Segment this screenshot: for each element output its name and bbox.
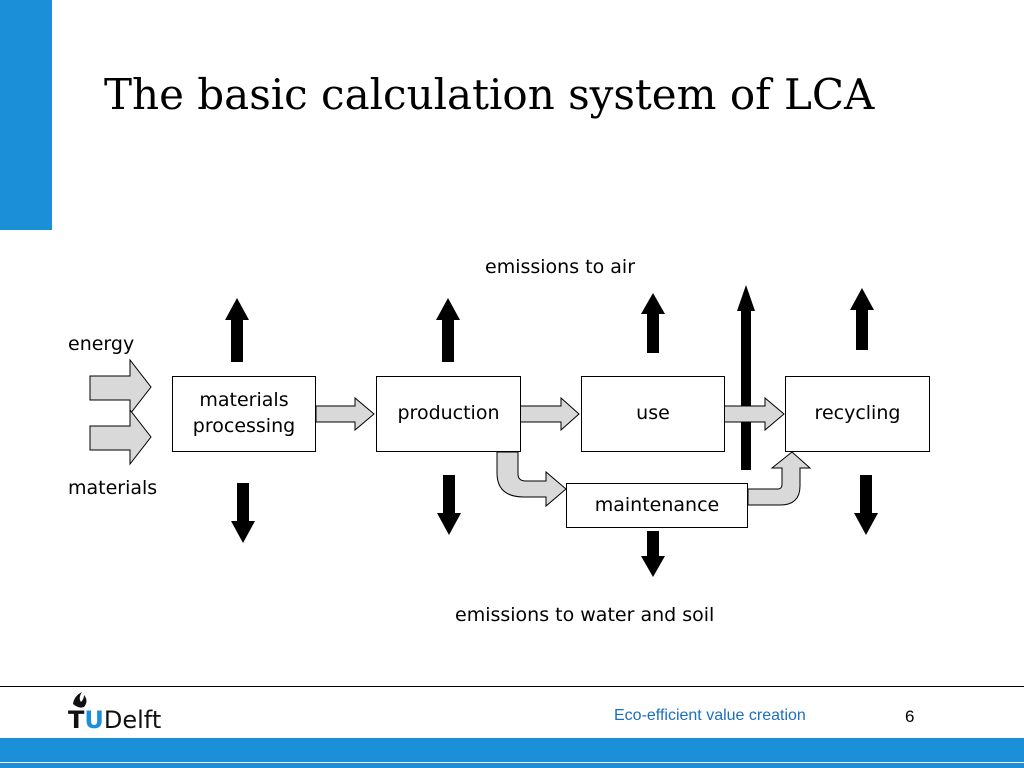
up-arrow-use (641, 293, 665, 353)
materials-input-arrow (89, 408, 152, 466)
materials-processing-box: materials processing (172, 376, 316, 452)
production-box: production (376, 376, 521, 452)
use-label: use (636, 402, 670, 425)
accent-bar (0, 0, 52, 230)
maintenance-label: maintenance (594, 493, 720, 516)
materials-processing-label: materials processing (192, 389, 296, 437)
use-box: use (581, 376, 725, 452)
materials-label: materials (68, 477, 158, 499)
flow-arrow-processing-to-production (315, 396, 375, 432)
emissions-to-air-label: emissions to air (485, 256, 636, 278)
lca-diagram (89, 285, 878, 577)
up-arrow-production (436, 298, 460, 362)
logo-t: T (68, 706, 85, 734)
energy-input-arrow (89, 358, 152, 416)
tu-delft-logo: TUDelft (68, 706, 161, 734)
flow-arrow-maintenance-to-recycling (747, 451, 812, 506)
maintenance-box: maintenance (566, 483, 748, 528)
down-arrow-materials-processing (231, 483, 255, 543)
page-number: 6 (905, 707, 915, 726)
flow-arrow-production-to-maintenance (496, 451, 567, 508)
recycling-box: recycling (785, 376, 930, 452)
logo-delft: Delft (103, 706, 162, 734)
down-arrow-recycling (854, 475, 878, 535)
footer-divider (0, 686, 1024, 687)
up-arrow-recycling (850, 288, 874, 350)
energy-label: energy (68, 333, 135, 355)
recycling-label: recycling (814, 402, 901, 425)
tu-delft-flame-icon (73, 692, 87, 708)
slide-title: The basic calculation system of LCA (104, 70, 875, 119)
down-arrow-production (437, 475, 461, 535)
up-arrow-materials-processing (225, 298, 249, 362)
emissions-to-water-soil-label: emissions to water and soil (455, 604, 715, 626)
flow-arrow-use-to-recycling (723, 396, 785, 432)
footer-accent-bar (0, 738, 1024, 762)
flow-arrow-production-to-use (519, 396, 580, 432)
footer-accent-strip (0, 762, 1024, 768)
logo-u: U (84, 706, 104, 734)
up-arrow-maintenance (737, 285, 755, 470)
down-arrow-maintenance (641, 531, 665, 577)
footer-tagline: Eco-efficient value creation (614, 707, 806, 724)
production-label: production (397, 402, 500, 425)
